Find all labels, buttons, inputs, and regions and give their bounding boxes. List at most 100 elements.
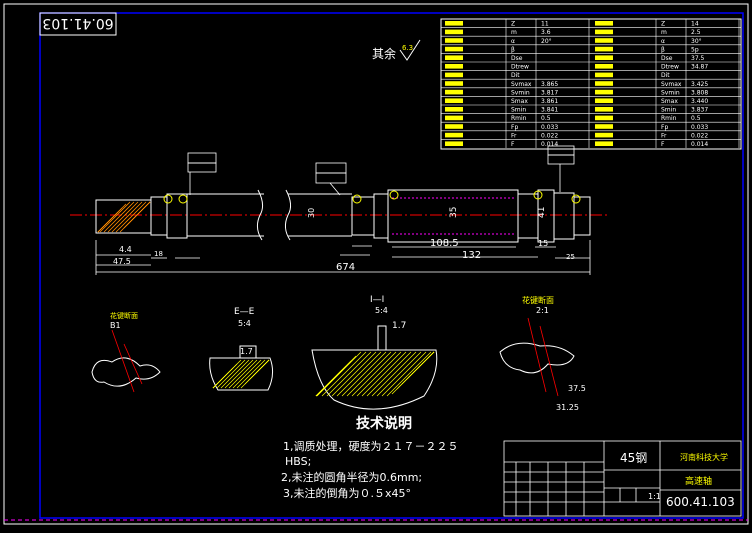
table-left-label-mark [445, 115, 463, 121]
ring-markers [163, 190, 581, 204]
table-right-key: Rmin [661, 115, 677, 122]
table-left-key: β [511, 46, 515, 53]
dim-255: 25 [566, 253, 575, 261]
section-a-scale: B1 [110, 321, 121, 330]
hatch-line [361, 351, 407, 397]
table-left-key: Dse [511, 55, 523, 62]
table-right-key: Smax [661, 98, 678, 105]
section-a-shape [91, 357, 161, 387]
tech-line1: 1,调质处理，硬度为２１７－２２５ [283, 439, 459, 453]
table-right-key: Dtrew [661, 64, 679, 71]
hatch-line [107, 201, 139, 233]
table-left-key: Rmin [511, 115, 527, 122]
hatch-line [326, 351, 372, 397]
table-left-label-mark [445, 98, 463, 103]
table-left-key: Smin [511, 107, 526, 114]
table-right-value: 3.425 [691, 81, 708, 88]
dim-35: 35 [449, 207, 459, 218]
section-d-shape [499, 342, 575, 374]
table-left-value: 0.014 [541, 141, 558, 148]
dim-18: 18 [154, 250, 163, 258]
table-right-value: 3.808 [691, 89, 708, 96]
table-right-label-mark [595, 89, 613, 95]
gear-dashed [392, 197, 516, 235]
section-b-dim: 1.7 [240, 347, 253, 356]
table-right-value: 3.440 [691, 98, 708, 105]
hatch-line [115, 201, 147, 233]
hatch-line [264, 359, 270, 365]
table-left-key: α [511, 38, 515, 45]
section-c-scale: 5:4 [375, 306, 388, 315]
table-left-value: 3.841 [541, 107, 558, 114]
dim-15: 15 [538, 239, 548, 248]
table-right-label-mark [595, 46, 613, 52]
table-left-key: Dtrew [511, 64, 529, 71]
table-left-key: Svmax [511, 81, 532, 88]
table-right-label-mark [595, 124, 613, 129]
section-d-lines [527, 317, 559, 397]
section-b-scale: 5:4 [238, 319, 251, 328]
hatch-line [111, 201, 143, 233]
table-right-key: Z [661, 21, 665, 28]
section-b-shape [209, 357, 274, 391]
hatch-line [371, 351, 417, 397]
table-left-key: F [511, 141, 515, 148]
section-a-title: 花键断面 [110, 311, 138, 320]
section-c-dim: 1.7 [392, 321, 406, 331]
table-right-label-mark [595, 29, 613, 35]
hatch-line [321, 351, 367, 397]
table-right-label-mark [595, 38, 613, 43]
hatch-line [220, 359, 250, 389]
table-left-key: m [511, 29, 517, 36]
rotated-number-box [39, 12, 117, 36]
hatch-line [232, 359, 262, 389]
dim-30: 30 [307, 208, 316, 218]
table-right-label-mark [595, 81, 613, 86]
tech-line2: 2,未注的圆角半径为0.6mm; [281, 470, 422, 484]
table-left-value: 3.6 [541, 29, 551, 36]
rotated-number: 60.41.103 [42, 15, 113, 31]
table-left-label-mark [445, 141, 463, 146]
section-a-lines [111, 329, 143, 393]
table-right-key: m [661, 29, 667, 36]
section-hatch [212, 351, 435, 397]
dim-44: 4.4 [119, 245, 132, 254]
section-b-title: E—E [234, 307, 255, 317]
tb-part-name: 高速轴 [685, 475, 712, 487]
table-right-value: 34.87 [691, 64, 708, 71]
shaft-left [95, 189, 591, 243]
table-right-key: Dse [661, 55, 673, 62]
table-right-key: Dit [661, 72, 670, 79]
table-right-value: 0.014 [691, 141, 708, 148]
table-right-value: 0.5 [691, 115, 701, 122]
tb-material: 45钢 [620, 451, 647, 465]
dim-132: 132 [462, 250, 481, 261]
inner-frame [39, 12, 744, 519]
hatch-line [147, 201, 151, 205]
hatch-line [376, 351, 422, 397]
surface-note-label: 其余 [372, 46, 396, 61]
table-right-label-mark [595, 132, 613, 138]
hatch-line [228, 359, 258, 389]
hatch-line [351, 351, 397, 397]
table-right-key: Svmin [661, 89, 680, 96]
hatch-line [103, 201, 135, 233]
dim-41: 41 [537, 207, 547, 218]
section-d-title: 花键断面 [522, 295, 554, 305]
table-left-value: 3.817 [541, 89, 558, 96]
hatch-line [224, 359, 254, 389]
table-left-label-mark [445, 29, 463, 35]
table-left-value: 20° [541, 38, 552, 45]
section-d-dim2: 31.25 [556, 403, 579, 412]
table-left-key: Z [511, 21, 515, 28]
table-left-label-mark [445, 55, 463, 60]
hatch-line [431, 351, 435, 355]
hatch-line [316, 351, 362, 397]
tb-school: 河南科技大学 [680, 452, 728, 462]
table-left-label-mark [445, 38, 463, 43]
dimension-lines [95, 240, 591, 275]
table-right-value: 37.5 [691, 55, 705, 62]
title-block [503, 440, 742, 517]
